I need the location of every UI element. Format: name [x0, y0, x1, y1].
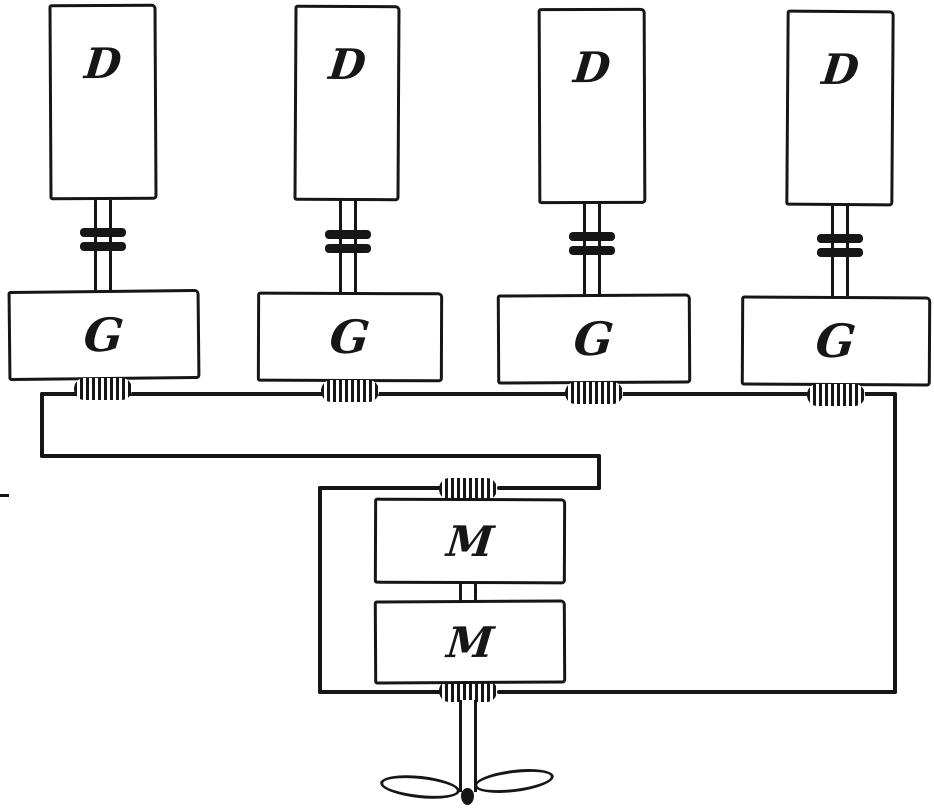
engine-block-2: D — [293, 4, 401, 202]
propeller-shaft — [459, 700, 477, 792]
coupling-flange — [325, 230, 371, 239]
engine-label-3: D — [571, 42, 613, 93]
motor-top-left-wire — [318, 486, 442, 490]
generator-terminal-2 — [321, 380, 379, 402]
stray-ink-mark — [0, 494, 9, 497]
generator-bus-line — [40, 392, 897, 396]
coupling-flange — [569, 246, 615, 255]
motor-top-terminal — [439, 478, 497, 500]
motor-left-vertical-wire — [318, 486, 322, 694]
generator-block-1: G — [7, 288, 201, 382]
generator-terminal-3 — [565, 382, 623, 404]
coupling-2 — [325, 230, 371, 253]
generator-label-1: G — [81, 307, 127, 363]
generator-label-4: G — [813, 313, 859, 369]
engine-block-4: D — [785, 9, 895, 207]
motor-block-2: M — [373, 599, 567, 685]
propeller-blade-right — [472, 765, 556, 797]
generator-block-3: G — [496, 293, 692, 385]
motor-top-right-wire — [497, 486, 601, 490]
coupling-1 — [80, 228, 126, 251]
bus-right-vertical-wire — [893, 392, 897, 694]
engine-block-1: D — [48, 3, 158, 201]
motor-label-1: M — [444, 516, 496, 566]
engine-label-2: D — [326, 39, 369, 90]
propeller-blade-left — [379, 771, 461, 803]
coupling-4 — [817, 234, 863, 257]
motor-intermediate-shaft — [459, 584, 477, 602]
motor-bottom-left-wire — [318, 690, 442, 694]
motor-bottom-right-wire — [497, 690, 897, 694]
motor-bottom-terminal — [439, 680, 497, 702]
bus-second-horizontal-wire — [40, 454, 601, 458]
motor-block-1: M — [373, 497, 567, 585]
coupling-flange — [80, 242, 126, 251]
bus-left-vertical-wire — [40, 392, 44, 458]
generator-terminal-1 — [74, 378, 132, 400]
propeller-shaft-tip — [461, 788, 474, 805]
coupling-flange — [80, 228, 126, 237]
generator-block-2: G — [256, 291, 444, 383]
wire-drop-to-motor — [597, 454, 601, 490]
motor-label-2: M — [444, 617, 496, 667]
coupling-flange — [569, 232, 615, 241]
coupling-flange — [817, 248, 863, 257]
generator-terminal-4 — [807, 384, 865, 406]
coupling-flange — [325, 244, 371, 253]
generator-label-3: G — [571, 311, 617, 367]
engine-label-4: D — [819, 44, 862, 95]
engine-label-1: D — [82, 38, 124, 89]
coupling-flange — [817, 234, 863, 243]
engine-block-3: D — [537, 7, 647, 205]
generator-label-2: G — [327, 309, 373, 365]
generator-block-4: G — [740, 295, 932, 387]
coupling-3 — [569, 232, 615, 255]
